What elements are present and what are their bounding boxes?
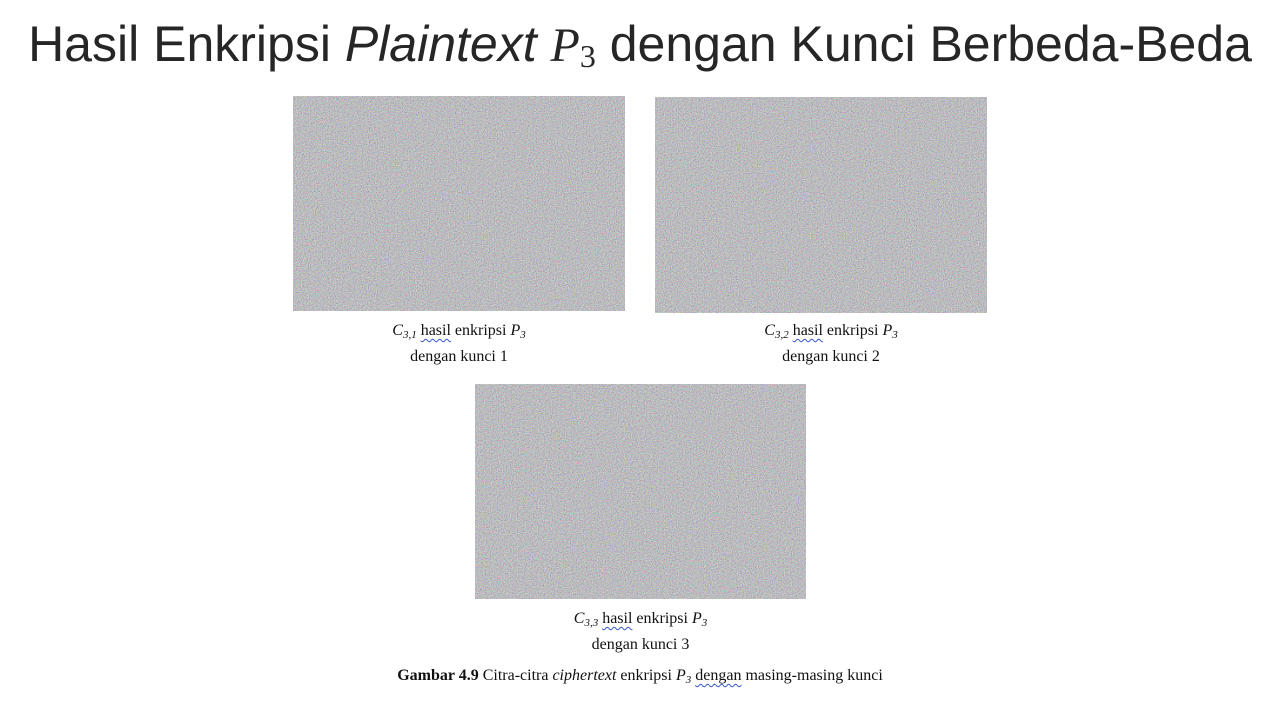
caption-line-1: C3,3 hasil enkripsi P3 bbox=[475, 606, 806, 632]
cipher-symbol: C bbox=[392, 322, 403, 339]
figure-text-after: masing-masing kunci bbox=[745, 667, 883, 684]
word-hasil: hasil bbox=[602, 610, 633, 627]
title-math-subscript: 3 bbox=[579, 38, 596, 74]
figure-text-middle: enkripsi bbox=[620, 667, 672, 684]
noise-pattern bbox=[655, 97, 987, 313]
ciphertext-image-2 bbox=[655, 97, 987, 313]
ciphertext-image-3 bbox=[475, 384, 806, 599]
plain-symbol: P bbox=[691, 610, 702, 627]
ciphertext-caption-3: C3,3 hasil enkripsi P3 dengan kunci 3 bbox=[475, 606, 806, 658]
figure-text-before: Citra-citra bbox=[482, 667, 549, 684]
figure-plain-symbol: P bbox=[675, 667, 686, 684]
title-math-symbol: P bbox=[550, 19, 580, 72]
word-hasil: hasil bbox=[792, 322, 823, 339]
caption-line-1: C3,1 hasil enkripsi P3 bbox=[293, 318, 625, 344]
plain-symbol: P bbox=[882, 322, 893, 339]
ciphertext-caption-2: C3,2 hasil enkripsi P3 dengan kunci 2 bbox=[665, 318, 997, 370]
title-italic-word: Plaintext bbox=[344, 16, 537, 72]
figure-label: Gambar 4.9 bbox=[397, 667, 479, 684]
caption-line-2: dengan kunci 3 bbox=[591, 636, 690, 653]
title-suffix: dengan Kunci Berbeda-Beda bbox=[595, 16, 1252, 72]
cipher-subscript: 3,3 bbox=[584, 617, 599, 629]
ciphertext-image-1 bbox=[293, 96, 625, 311]
plain-subscript: 3 bbox=[520, 329, 526, 341]
word-enkripsi: enkripsi bbox=[454, 322, 507, 339]
cipher-subscript: 3,1 bbox=[402, 329, 417, 341]
word-hasil: hasil bbox=[420, 322, 451, 339]
slide-title: Hasil Enkripsi Plaintext P3 dengan Kunci… bbox=[0, 14, 1280, 76]
cipher-symbol: C bbox=[764, 322, 775, 339]
figure-plain-subscript: 3 bbox=[685, 674, 692, 686]
word-enkripsi: enkripsi bbox=[826, 322, 879, 339]
noise-pattern bbox=[293, 96, 625, 311]
ciphertext-caption-1: C3,1 hasil enkripsi P3 dengan kunci 1 bbox=[293, 318, 625, 370]
word-enkripsi: enkripsi bbox=[636, 610, 688, 627]
cipher-symbol: C bbox=[573, 610, 585, 627]
plain-subscript: 3 bbox=[701, 617, 708, 629]
noise-pattern bbox=[475, 384, 806, 599]
figure-caption: Gambar 4.9 Citra-citra ciphertext enkrip… bbox=[0, 663, 1280, 689]
plain-symbol: P bbox=[510, 322, 521, 339]
caption-line-1: C3,2 hasil enkripsi P3 bbox=[665, 318, 997, 344]
cipher-subscript: 3,2 bbox=[774, 329, 789, 341]
title-prefix: Hasil Enkripsi bbox=[28, 16, 345, 72]
plain-subscript: 3 bbox=[892, 329, 898, 341]
figure-italic-word: ciphertext bbox=[552, 667, 617, 684]
caption-line-2: dengan kunci 1 bbox=[410, 348, 508, 365]
title-math: P3 bbox=[551, 19, 596, 72]
figure-underlined-word: dengan bbox=[695, 667, 742, 684]
caption-line-2: dengan kunci 2 bbox=[782, 348, 880, 365]
